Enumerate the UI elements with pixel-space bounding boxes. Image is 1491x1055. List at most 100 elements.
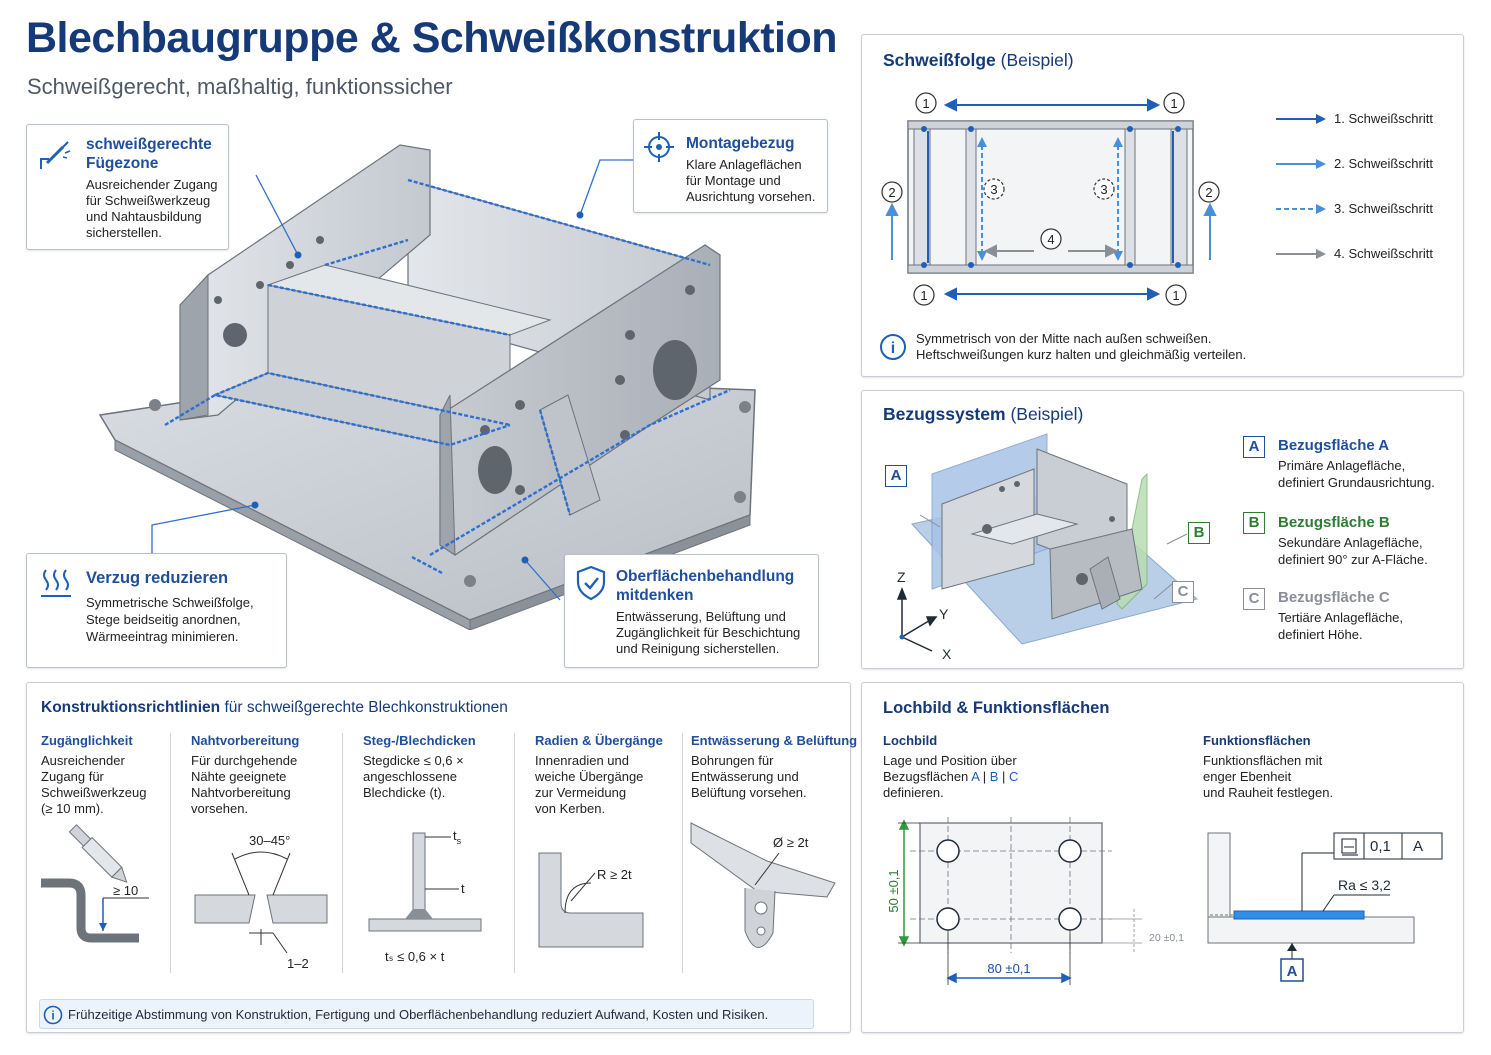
callout-fuegezone-text-2: für Schweißwerkzeug [86, 193, 211, 208]
datum-system-title: Bezugssystem (Beispiel) [883, 404, 1084, 424]
callout-oberflaeche-title-1: Oberflächenbehandlung [616, 568, 795, 585]
drainage-sketch: Ø ≥ 2t [690, 822, 836, 948]
axis-z-label: Z [897, 569, 906, 585]
radius-sketch: R ≥ 2t [538, 852, 644, 948]
page-title: Blechbaugruppe & Schweißkonstruktion [26, 14, 838, 62]
datum-tag-a: A [885, 465, 907, 487]
datum-legend-a-box: A [1243, 436, 1265, 458]
guidelines-note: i Frühzeitige Abstimmung von Konstruktio… [39, 999, 814, 1029]
callout-oberflaeche-text-1: Entwässerung, Belüftung und [616, 609, 786, 624]
datum-legend-b-title: Bezugsfläche B [1278, 514, 1390, 531]
weld-sequence-panel: Schweißfolge (Beispiel) [861, 34, 1464, 377]
callout-montage-text-2: für Montage und [686, 173, 781, 188]
flatness-tolerance-label: 0,1 [1370, 838, 1391, 855]
callout-oberflaeche-text-2: Zugänglichkeit für Beschichtung [616, 625, 801, 640]
callout-montage-text-3: Ausrichtung vorsehen. [686, 189, 816, 204]
datum-legend-b-box: B [1243, 512, 1265, 534]
datum-legend-c-line2: definiert Höhe. [1278, 627, 1363, 642]
guideline-2-line3: Nahtvorbereitung [191, 785, 291, 800]
callout-montage: Montagebezug Klare Anlageflächen für Mon… [633, 119, 828, 213]
radius-dim-label: R ≥ 2t [597, 867, 632, 882]
ts-label: ts [453, 828, 462, 846]
callout-verzug-title: Verzug reduzieren [86, 569, 229, 587]
weld-prep-sketch: 30–45° 1–2 [194, 833, 328, 971]
weld-marker-2b: 2 [1205, 185, 1212, 200]
weld-marker-3a: 3 [990, 182, 997, 197]
svg-text:i: i [891, 340, 895, 357]
hole-pattern-right-line1: Funktionsflächen mit [1203, 753, 1323, 768]
callout-oberflaeche-text-3: und Reinigung sicherstellen. [616, 641, 780, 656]
web-thickness-sketch: ts t tₛ ≤ 0,6 × t [368, 828, 482, 964]
hole-pattern-left-head: Lochbild [883, 733, 938, 748]
datum-system-panel: Bezugssystem (Beispiel) Z Y X A B C A Be… [861, 390, 1464, 669]
datum-legend-a-line1: Primäre Anlagefläche, [1278, 458, 1406, 473]
weld-marker-1c: 1 [920, 288, 927, 303]
guideline-head-2: Nahtvorbereitung [191, 733, 300, 748]
guideline-4-line3: zur Vermeidung [535, 785, 627, 800]
guidelines-note-text: Frühzeitige Abstimmung von Konstruktion,… [68, 1007, 769, 1022]
guidelines-panel: Konstruktionsrichtlinien für schweißgere… [26, 682, 857, 1033]
axis-x-label: X [942, 646, 952, 661]
callout-montage-text-1: Klare Anlageflächen [686, 157, 802, 172]
function-surface-drawing: 0,1 A Ra ≤ 3,2 A [1207, 832, 1443, 982]
callout-fuegezone-text-4: sicherstellen. [86, 225, 162, 240]
hole-pattern-right-line2: enger Ebenheit [1203, 769, 1292, 784]
datum-legend-c-title: Bezugsfläche C [1278, 589, 1390, 606]
hole-pattern-left-line1: Lage und Position über [883, 753, 1017, 768]
guideline-4-line1: Innenradien und [535, 753, 629, 768]
axis-y-label: Y [939, 606, 949, 622]
info-icon: i [880, 334, 906, 360]
guideline-1-line3: Schweißwerkzeug [41, 785, 147, 800]
callout-montage-title: Montagebezug [686, 135, 795, 152]
datum-legend-b-line1: Sekundäre Anlagefläche, [1278, 535, 1423, 550]
datum-legend-b-line2: definiert 90° zur A-Fläche. [1278, 552, 1428, 567]
callout-verzug-text-1: Symmetrische Schweißfolge, [86, 595, 254, 610]
guideline-3-line3: Blechdicke (t). [363, 785, 446, 800]
callout-fuegezone-title-2: Fügezone [86, 155, 159, 172]
width-dim-label: 80 ±0,1 [987, 961, 1030, 976]
hole-pattern-right-line3: und Rauheit festlegen. [1203, 785, 1334, 800]
callout-fuegezone-title-1: schweißgerechte [86, 136, 212, 153]
callout-verzug: Verzug reduzieren Symmetrische Schweißfo… [26, 553, 287, 668]
guideline-2-line1: Für durchgehende [191, 753, 298, 768]
info-icon-small: i [43, 1005, 63, 1025]
guideline-4-line2: weiche Übergänge [535, 769, 644, 784]
t-label: t [461, 881, 465, 896]
weld-marker-4: 4 [1047, 232, 1054, 247]
crosshair-icon [644, 132, 674, 162]
datum-legend-c-box: C [1243, 588, 1265, 610]
weld-legend-3: 3. Schweißschritt [1334, 201, 1433, 216]
guideline-5-line1: Bohrungen für [691, 753, 774, 768]
angle-dim-label: 30–45° [249, 833, 290, 848]
callout-oberflaeche: Oberflächenbehandlung mitdenken Entwässe… [564, 554, 819, 668]
offset-dim-label: 20 ±0,1 [1149, 932, 1184, 944]
ts-formula-label: tₛ ≤ 0,6 × t [385, 949, 445, 964]
guideline-head-4: Radien & Übergänge [535, 733, 663, 748]
datum-legend-c-line1: Tertiäre Anlagefläche, [1278, 610, 1404, 625]
datum-legend-a-title: Bezugsfläche A [1278, 437, 1390, 454]
weld-marker-1d: 1 [1172, 288, 1179, 303]
hole-pattern-left-line3: definieren. [883, 785, 944, 800]
callout-verzug-text-3: Wärmeeintrag minimieren. [86, 629, 239, 644]
guideline-head-5: Entwässerung & Belüftung [691, 733, 858, 748]
heat-waves-icon [41, 569, 71, 597]
guideline-2-line4: vorsehen. [191, 801, 249, 816]
weld-marker-1a: 1 [922, 96, 929, 111]
callout-oberflaeche-title-2: mitdenken [616, 587, 694, 604]
weld-legend-lines [1276, 114, 1326, 259]
guideline-2-line2: Nähte geeignete [191, 769, 287, 784]
callout-verzug-text-2: Stege beidseitig anordnen, [86, 612, 241, 627]
guidelines-title: Konstruktionsrichtlinien für schweißgere… [41, 699, 508, 716]
datum-a-label: A [1287, 963, 1298, 980]
weld-marker-1b: 1 [1170, 96, 1177, 111]
guideline-head-1: Zugänglichkeit [41, 733, 133, 748]
datum-legend-a-line2: definiert Grundausrichtung. [1278, 475, 1435, 490]
flatness-datum-label: A [1413, 838, 1423, 855]
hole-dim-label: Ø ≥ 2t [773, 835, 809, 850]
guideline-head-3: Steg-/Blechdicken [363, 733, 476, 748]
weld-legend-1: 1. Schweißschritt [1334, 111, 1433, 126]
guideline-1-line1: Ausreichender [41, 753, 125, 768]
guideline-5-line2: Entwässerung und [691, 769, 799, 784]
shield-check-icon [576, 565, 606, 601]
height-dim-label: 50 ±0,1 [886, 869, 901, 912]
